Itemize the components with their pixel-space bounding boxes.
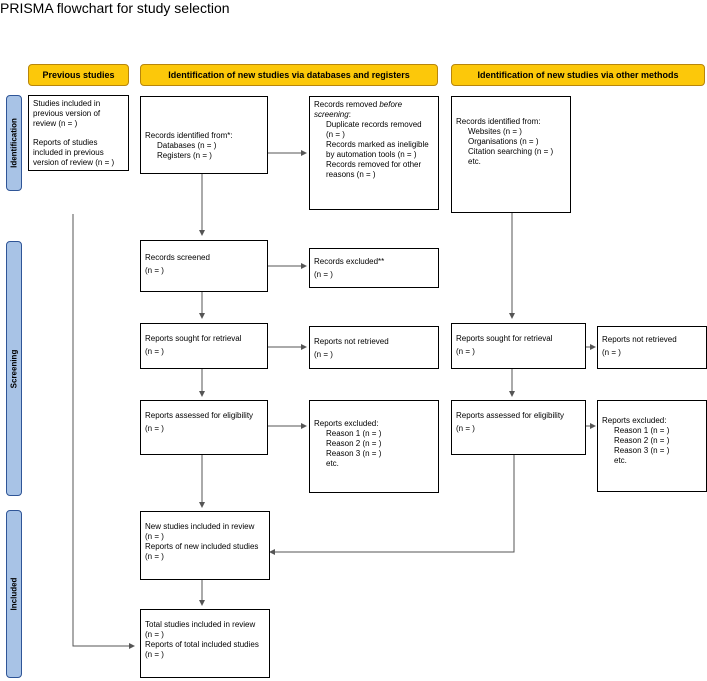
reports-excluded-other-box: Reports excluded: Reason 1 (n = ) Reason… <box>597 400 707 492</box>
header-other-methods: Identification of new studies via other … <box>451 64 705 86</box>
reports-sought-databases-box: Reports sought for retrieval (n = ) <box>140 323 268 369</box>
reports-assessed-other-box: Reports assessed for eligibility (n = ) <box>451 400 586 455</box>
arrow-previous-to-total <box>72 214 135 649</box>
page-title: PRISMA flowchart for study selection <box>0 0 230 16</box>
records-excluded-box: Records excluded** (n = ) <box>309 248 439 288</box>
previous-studies-box: Studies included in previous version of … <box>28 95 129 171</box>
records-identified-databases-box: Records identified from*: Databases (n =… <box>140 96 268 174</box>
phase-screening: Screening <box>6 241 22 496</box>
new-studies-included-box: New studies included in review (n = ) Re… <box>140 511 270 580</box>
records-identified-other-box: Records identified from: Websites (n = )… <box>451 96 571 213</box>
reports-sought-other-box: Reports sought for retrieval (n = ) <box>451 323 586 369</box>
reports-not-retrieved-other-box: Reports not retrieved (n = ) <box>597 326 707 369</box>
phase-identification: Identification <box>6 95 22 191</box>
reports-assessed-databases-box: Reports assessed for eligibility (n = ) <box>140 400 268 455</box>
reports-not-retrieved-databases-box: Reports not retrieved (n = ) <box>309 326 439 369</box>
header-previous-studies: Previous studies <box>28 64 129 86</box>
total-studies-included-box: Total studies included in review (n = ) … <box>140 609 270 678</box>
arrow-other-assessed-to-new-included <box>269 455 515 555</box>
phase-included: Included <box>6 510 22 678</box>
reports-excluded-databases-box: Reports excluded: Reason 1 (n = ) Reason… <box>309 400 439 493</box>
header-databases-registers: Identification of new studies via databa… <box>140 64 438 86</box>
records-removed-box: Records removed before screening: Duplic… <box>309 96 439 210</box>
records-screened-box: Records screened (n = ) <box>140 240 268 292</box>
